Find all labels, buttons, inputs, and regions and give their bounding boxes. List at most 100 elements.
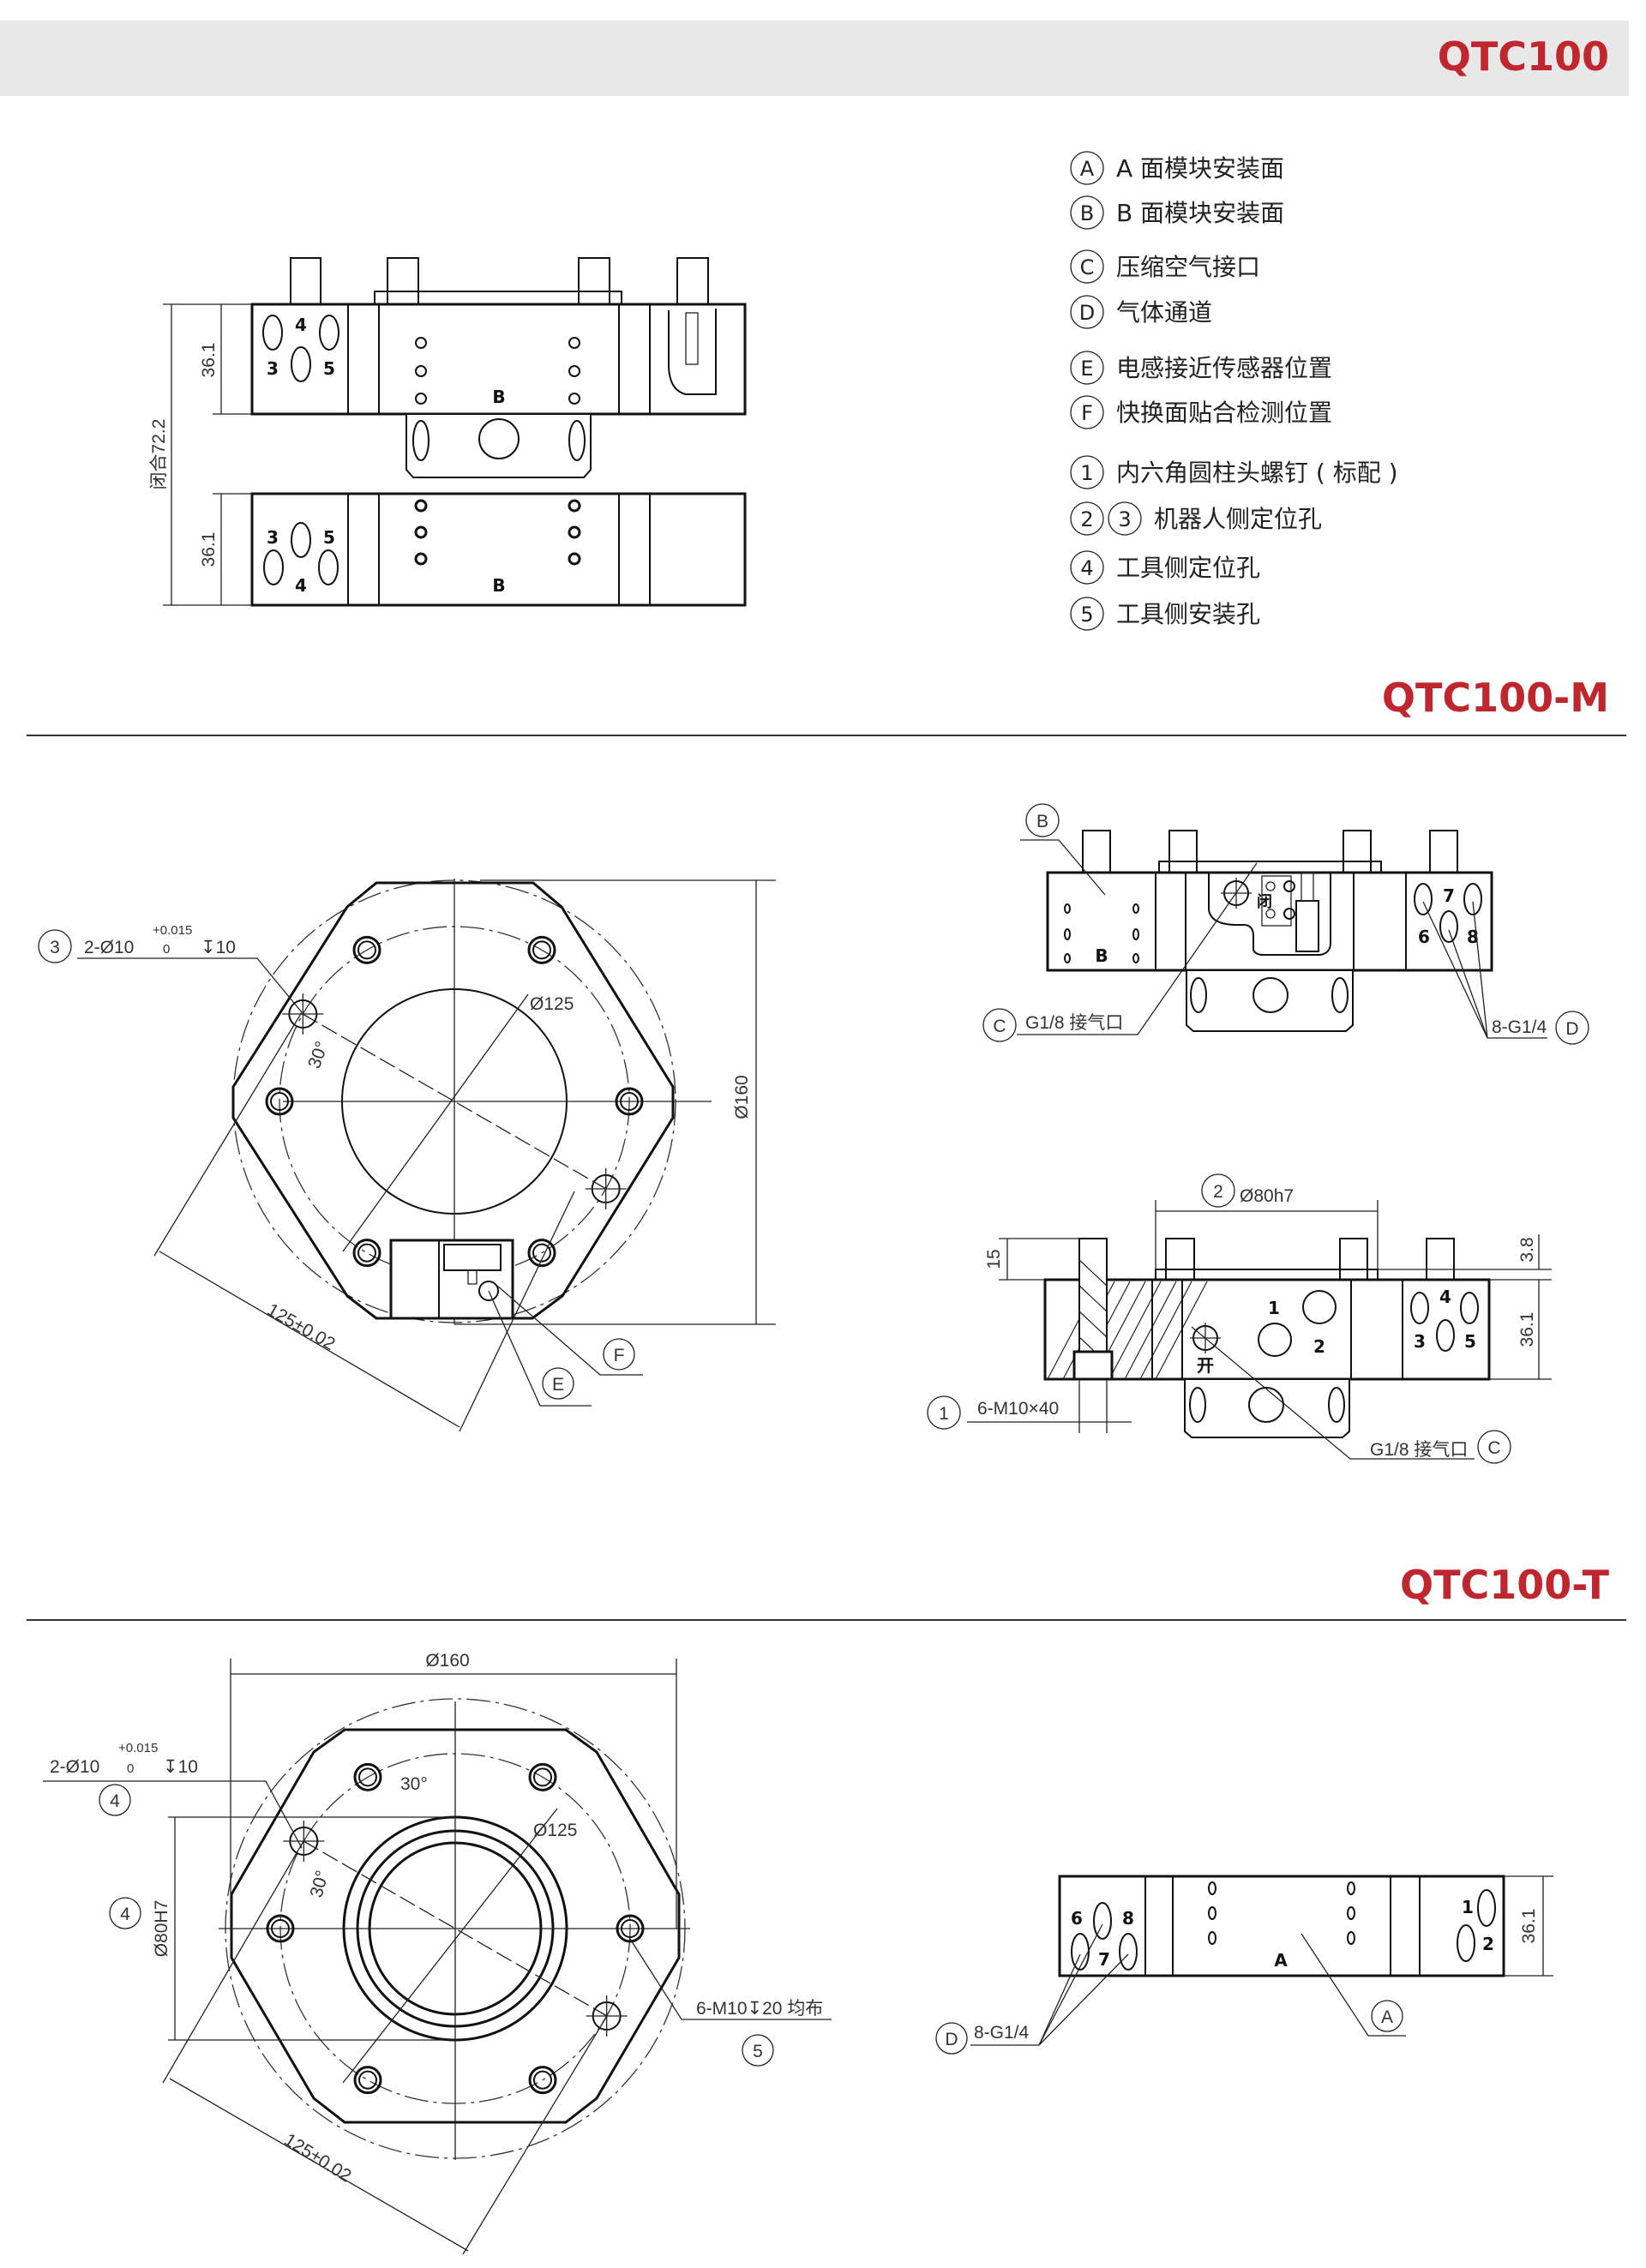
section-title-m: QTC100-M — [1382, 675, 1609, 721]
mounting-hole — [353, 2066, 382, 2095]
section-title-t: QTC100-T — [1400, 1562, 1610, 1608]
legend-marker: E — [1080, 357, 1093, 381]
callout-4: 4 — [110, 1791, 120, 1811]
callout-5: 5 — [753, 2042, 763, 2061]
bolt-circle-label: Ø125 — [533, 1821, 577, 1840]
m-side-view: 1 2 开 4 3 5 2 Ø80h7 15 3.8 36.1 1 6-M10×… — [927, 1173, 1552, 1464]
mounting-hole — [615, 1087, 644, 1116]
tolerance-upper: +0.015 — [153, 923, 192, 938]
angle-label: 30° — [400, 1774, 428, 1794]
mounting-hole — [352, 1239, 381, 1268]
legend-text: 快换面贴合检测位置 — [1116, 399, 1332, 427]
callout-d: D — [1565, 1019, 1578, 1039]
legend-marker: A — [1080, 157, 1095, 181]
legend-text: B 面模块安装面 — [1116, 199, 1284, 227]
dimension-3-8: 3.8 — [1517, 1237, 1537, 1262]
dimension-closed: 闭合72.2 — [149, 419, 169, 490]
hole-spec: 2-Ø10 — [50, 1757, 99, 1777]
callout-1: 1 — [939, 1404, 949, 1424]
port-label: 5 — [323, 358, 335, 379]
locating-pin — [387, 257, 419, 305]
port-label: 3 — [267, 527, 279, 548]
fit-label: Ø80H7 — [152, 1900, 171, 1958]
sensor-pocket — [389, 1239, 514, 1320]
m-flange-view: Ø160 Ø125 30° 125±0.02 3 2-Ø10 +0.015 0 … — [38, 879, 776, 1432]
legend-marker: D — [1079, 301, 1095, 325]
callout-b: B — [1036, 812, 1048, 831]
callout-3: 3 — [50, 938, 60, 957]
legend-text: A 面模块安装面 — [1116, 154, 1284, 183]
mounting-hole-inner — [621, 1919, 640, 1938]
sensor-window — [1208, 873, 1331, 956]
tolerance-lower: 0 — [127, 1761, 134, 1776]
closed-mark: 闭 — [1257, 892, 1272, 911]
flange-outline — [231, 881, 675, 1320]
mounting-hole — [353, 1762, 382, 1791]
legend-item: E 电感接近传感器位置 — [1070, 351, 1332, 385]
face-label: B — [492, 387, 505, 407]
sensor-hole — [478, 1281, 499, 1301]
sensor-housing — [668, 309, 717, 395]
legend-item: C 压缩空气接口 — [1070, 249, 1260, 284]
dimension-upper: 36.1 — [199, 343, 219, 378]
callout-4: 4 — [120, 1905, 130, 1924]
legend-marker: 1 — [1080, 461, 1093, 485]
legend-text: 压缩空气接口 — [1116, 253, 1260, 281]
port-label: 4 — [295, 315, 307, 335]
outer-diameter-label: Ø160 — [732, 1075, 752, 1119]
mounting-hole — [527, 935, 556, 964]
callout-marker-icon — [1070, 195, 1104, 230]
air-port-label: G1/8 接气口 — [1370, 1440, 1468, 1460]
callout-marker-icon — [1070, 550, 1104, 585]
legend-marker: C — [1080, 255, 1095, 279]
mounting-hole — [352, 935, 381, 964]
legend-text: 内六角圆柱头螺钉 ( 标配 ) — [1116, 459, 1398, 487]
locating-pin — [290, 257, 321, 305]
callout-marker-icon — [1070, 597, 1104, 631]
legend-text: 电感接近传感器位置 — [1116, 354, 1332, 382]
legend-marker: 3 — [1118, 507, 1131, 531]
callout-marker-icon — [1070, 249, 1104, 284]
legend-item: F 快换面贴合检测位置 — [1070, 395, 1332, 429]
mounting-hole-inner — [532, 940, 551, 960]
tool-block — [250, 492, 747, 607]
legend-item: 1 内六角圆柱头螺钉 ( 标配 ) — [1070, 455, 1398, 489]
m-top-view: B 闭 7 6 8 B C G1/8 接气口 8-G1/4 D — [982, 803, 1589, 1045]
port-label: 1 — [1462, 1897, 1474, 1917]
angle-label: 30° — [304, 1039, 332, 1071]
port-label: 5 — [323, 527, 335, 548]
mounting-hole — [266, 1914, 295, 1943]
face-label: A — [1274, 1950, 1288, 1971]
legend-text: 工具侧安装孔 — [1116, 600, 1260, 628]
t-flange-view: Ø160 Ø80H7 4 2-Ø10 +0.015 0 ↧10 4 30° 30… — [43, 1651, 832, 2255]
locating-pin — [578, 257, 610, 305]
mounting-hole — [528, 2066, 557, 2095]
legend-marker: 4 — [1080, 556, 1093, 580]
port-label: 1 — [1268, 1298, 1280, 1318]
channels-label: 8-G1/4 — [1492, 1017, 1547, 1037]
port-label: 4 — [1439, 1287, 1451, 1307]
hole-spec: 2-Ø10 — [84, 938, 134, 957]
bolt-circle-label: Ø125 — [530, 994, 574, 1014]
legend-item: A A 面模块安装面 — [1070, 151, 1284, 185]
callout-a: A — [1381, 2007, 1393, 2027]
port-label: 2 — [1313, 1336, 1325, 1357]
mounting-hole-inner — [270, 1092, 289, 1111]
callout-c: C — [1487, 1438, 1500, 1458]
mounting-hole — [527, 1239, 556, 1268]
angle-label: 30° — [307, 1869, 333, 1900]
callout-2: 2 — [1213, 1182, 1223, 1202]
depth-spec: ↧10 — [163, 1757, 198, 1777]
mounting-hole-inner — [358, 1767, 377, 1787]
legend-marker: F — [1081, 401, 1093, 425]
face-label: B — [1095, 945, 1108, 966]
callout-marker-icon — [1070, 351, 1104, 385]
callout-marker-icon — [1070, 295, 1104, 329]
mounting-hole — [265, 1087, 294, 1116]
overview-drawing: 4 3 5 B 3 5 4 B 36.1 36.1 闭合72.2 — [149, 257, 747, 607]
